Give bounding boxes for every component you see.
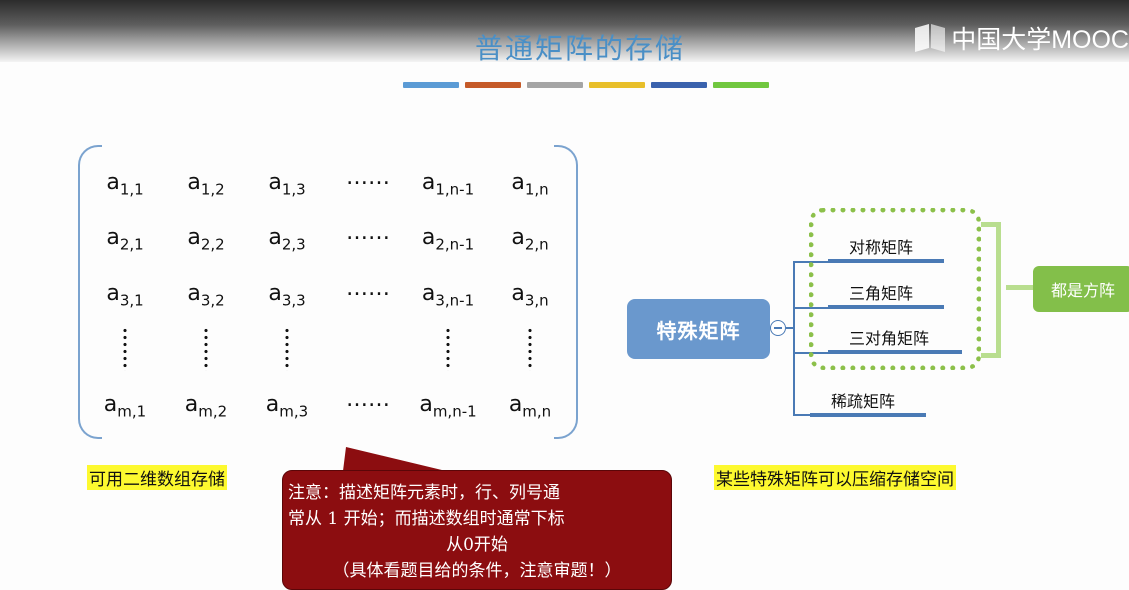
square-matrix-group <box>809 208 981 370</box>
collapse-icon[interactable] <box>770 320 786 336</box>
matrix-caption: 可用二维数组存储 <box>87 465 227 490</box>
matrix-cell: a3,n-1 <box>421 281 475 310</box>
matrix-cell: a3,2 <box>187 281 225 310</box>
group-connector <box>1006 285 1033 290</box>
matrix-cell: a2,n-1 <box>421 225 475 254</box>
note-callout-text: 注意：描述矩阵元素时，行、列号通 常从 1 开始；而描述数组时通常下标 从0开始… <box>284 480 670 584</box>
matrix-ellipsis: …… <box>346 276 390 301</box>
matrix-cell: a3,3 <box>268 281 306 310</box>
square-matrix-badge[interactable]: 都是方阵 <box>1033 266 1129 312</box>
matrix-cell: a2,3 <box>268 225 306 254</box>
note-line: 常从 1 开始；而描述数组时通常下标 <box>288 509 565 529</box>
matrix-cell: a1,1 <box>106 170 144 199</box>
color-bar <box>465 82 521 88</box>
matrix-cell: am,1 <box>103 392 147 421</box>
color-bar <box>651 82 707 88</box>
color-bar <box>403 82 459 88</box>
vertical-ellipsis <box>123 327 127 371</box>
note-line: （具体看题目给的条件，注意审题！） <box>332 561 622 581</box>
matrix-cell: am,3 <box>265 392 309 421</box>
vertical-ellipsis <box>285 327 289 371</box>
matrix-cell: a1,2 <box>187 170 225 199</box>
matrix-cell: am,n-1 <box>419 392 477 421</box>
node-underline <box>810 413 926 417</box>
node-underline <box>828 305 944 309</box>
note-line: 注意：描述矩阵元素时，行、列号通 <box>288 483 560 503</box>
matrix-cell: a1,3 <box>268 170 306 199</box>
matrix-cell: a3,n <box>511 281 549 310</box>
color-bar <box>527 82 583 88</box>
matrix-ellipsis: …… <box>346 165 390 190</box>
special-matrix-caption: 某些特殊矩阵可以压缩存储空间 <box>714 465 956 490</box>
branch-line <box>786 327 794 329</box>
vertical-ellipsis <box>446 327 450 371</box>
matrix: a1,1 a1,2 a1,3 …… a1,n-1 a1,n a2,1 a2,2 … <box>78 145 578 439</box>
matrix-right-bracket <box>554 145 578 439</box>
matrix-cell: a2,n <box>511 225 549 254</box>
matrix-cell: a1,n <box>511 170 549 199</box>
node-underline <box>828 350 962 354</box>
node-sparse-matrix[interactable]: 稀疏矩阵 <box>831 392 896 411</box>
matrix-cell: am,2 <box>184 392 228 421</box>
matrix-cell: a1,n-1 <box>421 170 475 199</box>
node-symmetric-matrix[interactable]: 对称矩阵 <box>849 238 914 257</box>
matrix-cell: am,n <box>508 392 552 421</box>
group-bracket <box>981 222 1001 358</box>
node-triangular-matrix[interactable]: 三角矩阵 <box>849 284 914 303</box>
branch-line <box>793 261 795 416</box>
vertical-ellipsis <box>528 327 532 371</box>
callout-pointer <box>343 447 446 471</box>
matrix-cell: a2,1 <box>106 225 144 254</box>
branch-line <box>793 414 811 416</box>
node-underline <box>828 259 944 263</box>
color-strip <box>403 82 769 88</box>
slide-title: 普通矩阵的存储 <box>474 32 685 65</box>
color-bar <box>589 82 645 88</box>
mooc-logo: 中国大学MOOC <box>913 20 1129 56</box>
matrix-ellipsis: …… <box>346 387 390 412</box>
matrix-cell: a2,2 <box>187 225 225 254</box>
matrix-cell: a3,1 <box>106 281 144 310</box>
matrix-left-bracket <box>78 145 102 439</box>
book-icon <box>915 24 946 52</box>
special-matrix-node[interactable]: 特殊矩阵 <box>627 299 770 359</box>
matrix-ellipsis: …… <box>346 220 390 245</box>
note-line: 从0开始 <box>446 535 508 555</box>
vertical-ellipsis <box>204 327 208 371</box>
node-tridiagonal-matrix[interactable]: 三对角矩阵 <box>849 329 930 348</box>
logo-text: 中国大学MOOC <box>951 26 1129 54</box>
color-bar <box>713 82 769 88</box>
